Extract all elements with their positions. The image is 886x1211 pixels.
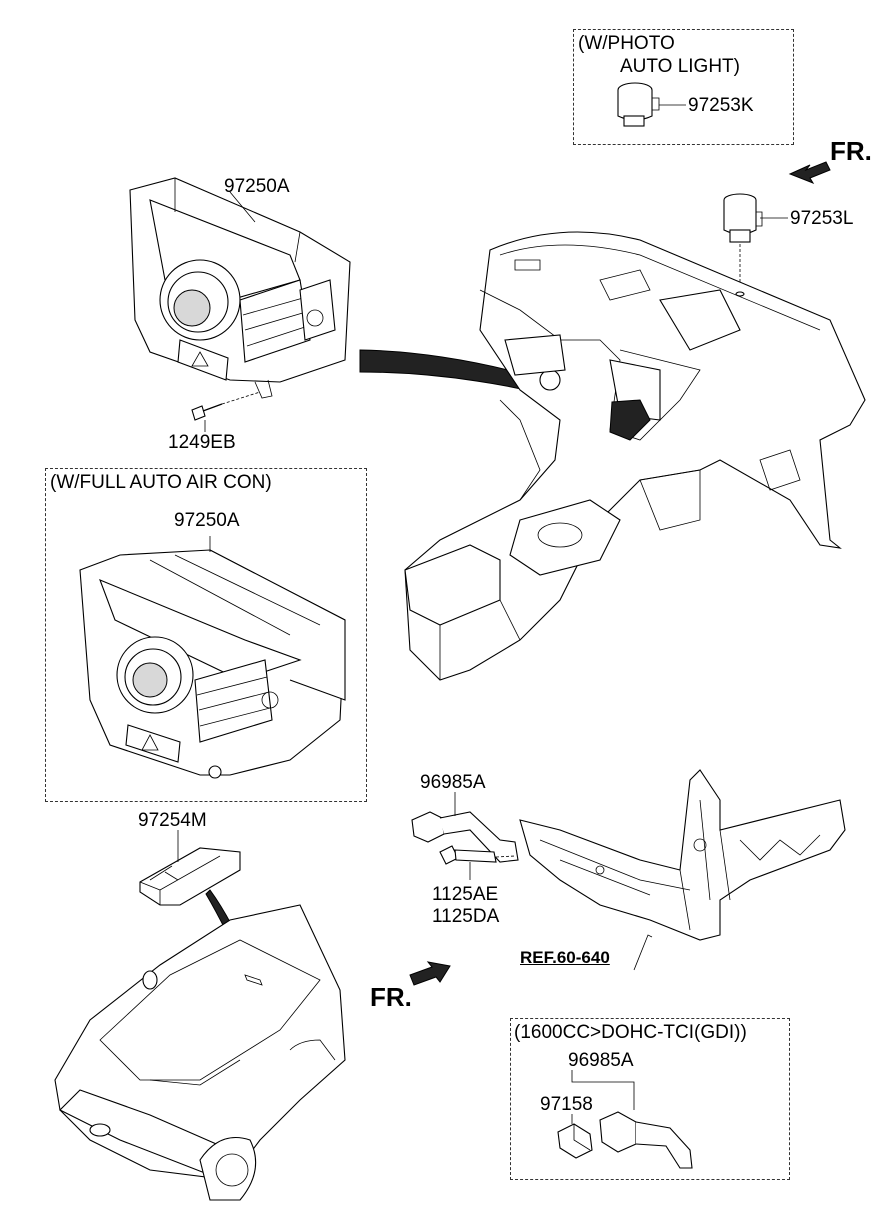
part-number-97250a-top: 97250A bbox=[224, 176, 290, 197]
screw-1249eb bbox=[191, 391, 261, 421]
sensor-97254m bbox=[139, 847, 241, 906]
crash-pad-crossbar bbox=[519, 769, 846, 941]
car-illustration bbox=[54, 904, 346, 1201]
reference-label: REF.60-640 bbox=[520, 948, 610, 967]
part-number-97254m: 97254M bbox=[138, 810, 207, 831]
part-number-1249eb: 1249EB bbox=[168, 432, 236, 453]
fr-arrow-top bbox=[788, 161, 831, 184]
dashboard-illustration bbox=[404, 231, 866, 681]
part-number-97253l: 97253L bbox=[790, 208, 854, 229]
heater-control-unit-top bbox=[129, 177, 351, 399]
front-direction-label-bottom: FR. bbox=[370, 982, 412, 1012]
leader-96985a-box bbox=[571, 1070, 635, 1110]
leader-ref bbox=[633, 934, 653, 971]
sensor-97253l bbox=[723, 193, 763, 243]
part-number-96985a-mid: 96985A bbox=[420, 772, 486, 793]
gdi-box-title: (1600CC>DOHC-TCI(GDI)) bbox=[514, 1022, 747, 1043]
part-number-1125ae: 1125AE bbox=[432, 884, 499, 905]
photo-box-title-line2: AUTO LIGHT) bbox=[620, 56, 740, 77]
part-number-97250a-box: 97250A bbox=[174, 510, 240, 531]
connector-96985a-box bbox=[599, 1111, 693, 1169]
photo-auto-light-box bbox=[573, 29, 794, 145]
photo-box-title-line1: (W/PHOTO bbox=[578, 33, 675, 54]
front-direction-label-top: FR. bbox=[830, 136, 872, 166]
full-auto-box-title: (W/FULL AUTO AIR CON) bbox=[50, 472, 272, 493]
leader-97250a-top bbox=[229, 191, 256, 223]
bolt-1125ae bbox=[439, 845, 516, 865]
photo-sensor-97253k bbox=[617, 82, 660, 127]
full-auto-air-con-box bbox=[45, 468, 367, 802]
part-number-97158: 97158 bbox=[540, 1094, 593, 1115]
gdi-engine-box bbox=[510, 1018, 790, 1180]
part-number-97253k: 97253K bbox=[688, 95, 754, 116]
fr-arrow-bottom bbox=[409, 961, 451, 986]
sensor-97158 bbox=[557, 1123, 593, 1159]
connector-96985a-mid bbox=[411, 811, 519, 863]
part-number-1125da: 1125DA bbox=[432, 906, 500, 927]
heater-control-unit-full-auto bbox=[79, 549, 346, 779]
part-number-96985a-box: 96985A bbox=[568, 1050, 634, 1071]
